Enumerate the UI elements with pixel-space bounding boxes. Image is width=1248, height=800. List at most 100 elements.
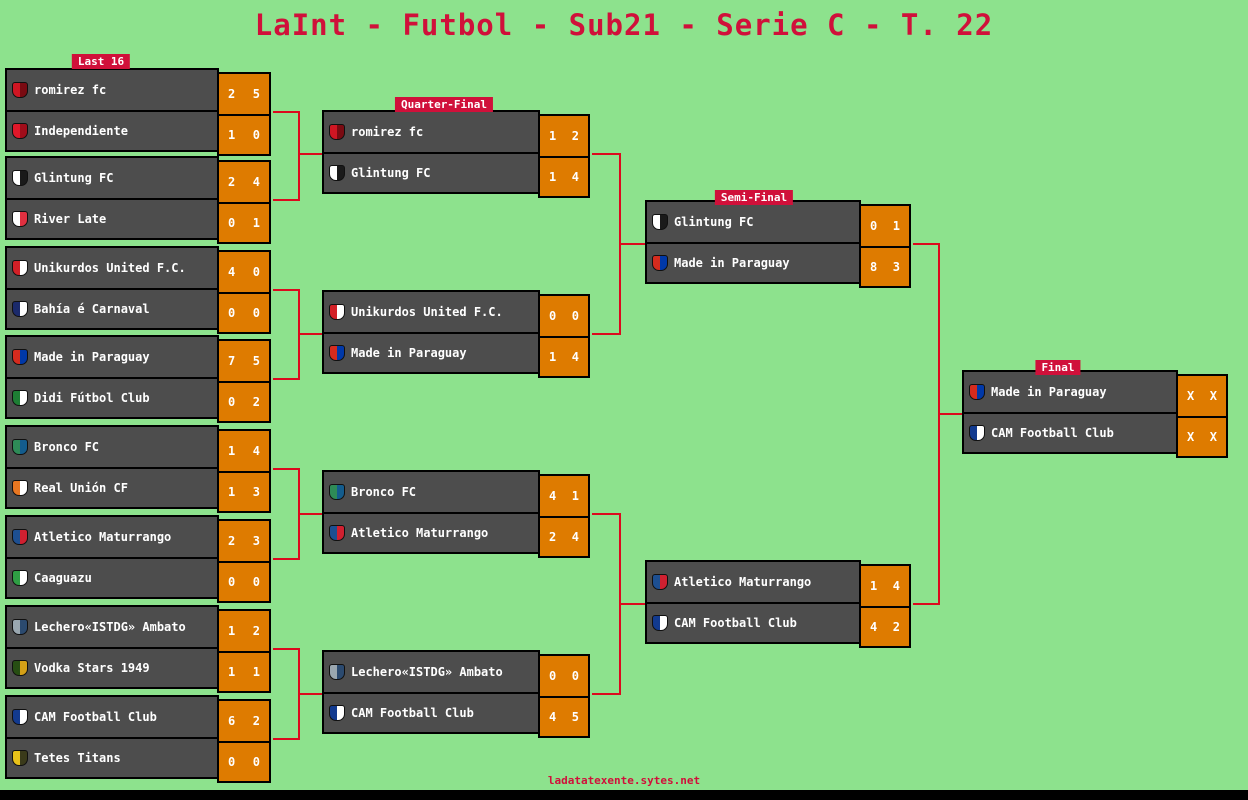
score-leg2: 4 bbox=[571, 530, 579, 544]
team-row[interactable]: CAM Football Club bbox=[7, 697, 217, 737]
score-leg1: 1 bbox=[549, 170, 557, 184]
connector-line bbox=[619, 243, 645, 245]
team-row[interactable]: CAM Football Club bbox=[324, 692, 538, 732]
team-row[interactable]: Bronco FC bbox=[7, 427, 217, 467]
team-crest-icon bbox=[329, 525, 345, 541]
team-row[interactable]: Bronco FC bbox=[324, 472, 538, 512]
team-crest-icon bbox=[12, 301, 28, 317]
team-name: Bahía é Carnaval bbox=[34, 302, 150, 316]
team-crest-icon bbox=[12, 260, 28, 276]
team-row[interactable]: romirez fc bbox=[324, 112, 538, 152]
team-name: River Late bbox=[34, 212, 107, 226]
team-name: Atletico Maturrango bbox=[34, 530, 172, 544]
team-row[interactable]: Made in Paraguay bbox=[647, 242, 859, 282]
score-leg1: 4 bbox=[228, 265, 236, 279]
team-name: CAM Football Club bbox=[34, 710, 157, 724]
connector-line bbox=[619, 603, 645, 605]
score-leg1: 1 bbox=[228, 485, 236, 499]
connector-line bbox=[273, 738, 298, 740]
score-leg2: X bbox=[1209, 430, 1217, 444]
score-leg1: 0 bbox=[228, 575, 236, 589]
connector-line bbox=[273, 289, 298, 291]
team-row[interactable]: Glintung FC bbox=[324, 152, 538, 192]
score-leg1: 2 bbox=[228, 87, 236, 101]
score-leg1: 0 bbox=[870, 219, 878, 233]
team-row[interactable]: Unikurdos United F.C. bbox=[7, 248, 217, 288]
team-row[interactable]: Lechero«ISTDG» Ambato bbox=[324, 652, 538, 692]
team-crest-icon bbox=[652, 214, 668, 230]
team-row[interactable]: Made in Paraguay bbox=[964, 372, 1176, 412]
team-row[interactable]: CAM Football Club bbox=[964, 412, 1176, 452]
team-row[interactable]: Glintung FC bbox=[647, 202, 859, 242]
team-row[interactable]: romirez fc bbox=[7, 70, 217, 110]
score-leg1: 1 bbox=[228, 444, 236, 458]
score-leg2: 2 bbox=[252, 395, 260, 409]
team-row[interactable]: Didi Fútbol Club bbox=[7, 377, 217, 417]
team-row[interactable]: Atletico Maturrango bbox=[324, 512, 538, 552]
score-leg1: 8 bbox=[870, 260, 878, 274]
team-row[interactable]: Atletico Maturrango bbox=[7, 517, 217, 557]
score-leg1: 1 bbox=[870, 579, 878, 593]
team-row[interactable]: Real Unión CF bbox=[7, 467, 217, 507]
connector-line bbox=[592, 153, 619, 155]
team-row[interactable]: River Late bbox=[7, 198, 217, 238]
team-name: romirez fc bbox=[351, 125, 424, 139]
team-row[interactable]: Atletico Maturrango bbox=[647, 562, 859, 602]
score-leg2: 4 bbox=[252, 444, 260, 458]
team-row[interactable]: Made in Paraguay bbox=[7, 337, 217, 377]
team-row[interactable]: Vodka Stars 1949 bbox=[7, 647, 217, 687]
team-row[interactable]: Bahía é Carnaval bbox=[7, 288, 217, 328]
footer-url-link[interactable]: ladatatexente.sytes.net bbox=[547, 774, 701, 787]
team-row[interactable]: Glintung FC bbox=[7, 158, 217, 198]
match-teams: Unikurdos United F.C.Made in Paraguay bbox=[322, 290, 540, 374]
score-leg2: 3 bbox=[252, 485, 260, 499]
team-row[interactable]: Made in Paraguay bbox=[324, 332, 538, 372]
team-crest-icon bbox=[969, 425, 985, 441]
team-row[interactable]: Lechero«ISTDG» Ambato bbox=[7, 607, 217, 647]
team-row[interactable]: Independiente bbox=[7, 110, 217, 150]
team-crest-icon bbox=[652, 615, 668, 631]
team-row[interactable]: Tetes Titans bbox=[7, 737, 217, 777]
score-leg1: 0 bbox=[228, 755, 236, 769]
score-leg2: 2 bbox=[252, 624, 260, 638]
team-row[interactable]: Unikurdos United F.C. bbox=[324, 292, 538, 332]
score-leg2: 4 bbox=[571, 170, 579, 184]
score-leg2: 3 bbox=[252, 534, 260, 548]
team-crest-icon bbox=[12, 82, 28, 98]
round-label-last16: Last 16 bbox=[71, 54, 131, 69]
team-crest-icon bbox=[329, 664, 345, 680]
team-row[interactable]: Caaguazu bbox=[7, 557, 217, 597]
team-row[interactable]: CAM Football Club bbox=[647, 602, 859, 642]
team-crest-icon bbox=[329, 345, 345, 361]
team-crest-icon bbox=[12, 170, 28, 186]
score-leg2: 2 bbox=[571, 129, 579, 143]
team-crest-icon bbox=[12, 709, 28, 725]
score-leg2: 4 bbox=[571, 350, 579, 364]
team-name: Tetes Titans bbox=[34, 751, 121, 765]
score-leg2: 1 bbox=[892, 219, 900, 233]
